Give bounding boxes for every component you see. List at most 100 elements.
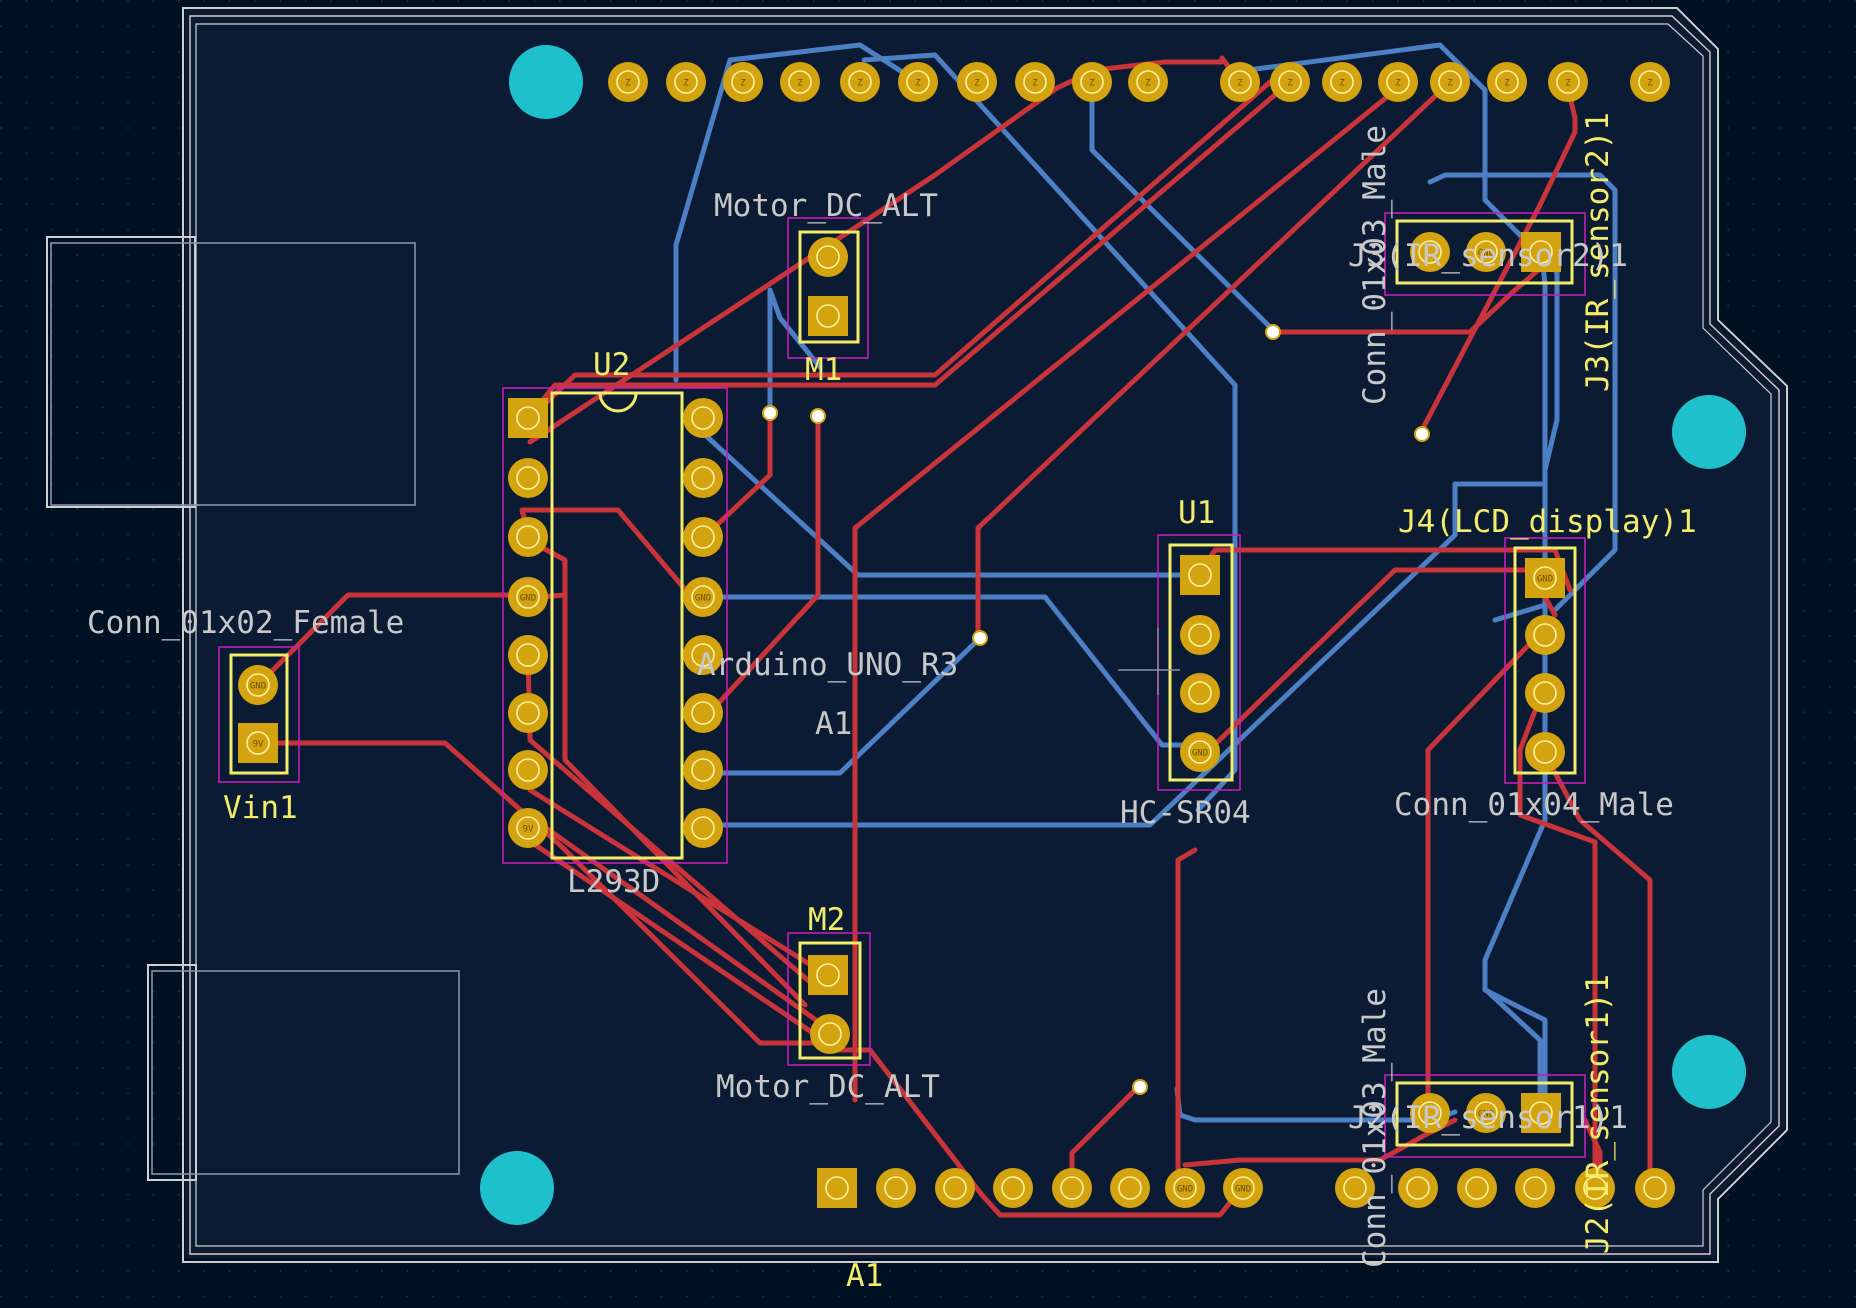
j3-pin-copper <box>1410 232 1450 272</box>
arduino-top-header-pin-drill <box>1330 70 1354 94</box>
arduino-top-header-pin-net-label: Z <box>1089 79 1095 89</box>
mounting-hole-top-left <box>509 45 583 119</box>
barrel-jack-outline <box>147 964 460 1181</box>
arduino-analog-header-pin-copper <box>1398 1168 1438 1208</box>
u2-pin: GND <box>508 577 548 617</box>
u1-pin <box>1180 555 1220 595</box>
u2-pin-copper <box>508 398 548 438</box>
arduino-top-header-pin: Z <box>1270 62 1310 102</box>
m2-pin-drill <box>818 1022 842 1046</box>
arduino-top-header-pin-drill <box>906 70 930 94</box>
arduino-power-header-pin-drill <box>1173 1176 1197 1200</box>
arduino-top-header-pin: Z <box>608 62 648 102</box>
arduino-power-header-pin-copper <box>1165 1168 1205 1208</box>
j4-pin-drill <box>1533 566 1557 590</box>
arduino-top-header-pin: Z <box>666 62 706 102</box>
j3-pin: GND <box>1466 232 1506 272</box>
mounting-hole-right-mid <box>1672 395 1746 469</box>
arduino-power-header-pin-drill <box>884 1176 908 1200</box>
arduino-top-header-pin: Z <box>1128 62 1168 102</box>
arduino-top-header-pin-net-label: Z <box>974 79 980 89</box>
arduino-analog-header-pin-copper <box>1335 1168 1375 1208</box>
m2-ref-label: M2 <box>808 902 845 938</box>
arduino-power-header-pin-net-label: GND <box>1235 1185 1251 1195</box>
u2-courtyard <box>502 387 728 864</box>
arduino-top-header-pin-copper <box>1487 62 1527 102</box>
u2-pin-drill <box>691 466 715 490</box>
arduino-power-header-pin <box>1110 1168 1150 1208</box>
arduino-top-header-pin-net-label: Z <box>625 79 631 89</box>
u2-pin <box>683 398 723 438</box>
arduino-top-header-pin-copper <box>666 62 706 102</box>
arduino-top-header-pin-net-label: Z <box>1339 79 1345 89</box>
j2-courtyard <box>1384 1074 1586 1158</box>
j3-pin-drill <box>1474 240 1498 264</box>
u2-pin <box>683 517 723 557</box>
j3-value-label: Conn_01x03_Male <box>1357 125 1393 405</box>
u1-pin-drill <box>1188 623 1212 647</box>
u2-pin-copper <box>683 693 723 733</box>
vin-pin-drill <box>246 731 270 755</box>
arduino-top-header-pin-net-label: Z <box>1395 79 1401 89</box>
via <box>762 405 778 421</box>
u2-pin-net-label: GND <box>520 594 536 604</box>
arduino-power-header-pin-drill <box>1001 1176 1025 1200</box>
j4-value-label: Conn_01x04_Male <box>1394 787 1674 823</box>
vin-ref-label: Vin1 <box>223 790 298 826</box>
arduino-top-header-pin-copper <box>1378 62 1418 102</box>
arduino-top-header-pin-drill <box>1638 70 1662 94</box>
arduino-top-header-pin-drill <box>848 70 872 94</box>
m1-pin-copper <box>808 296 848 336</box>
u1-fab-lines <box>1118 628 1180 695</box>
mounting-hole-bottom-left <box>480 1151 554 1225</box>
arduino-power-header-pin-copper <box>1110 1168 1150 1208</box>
j2-pin-drill <box>1474 1101 1498 1125</box>
j4-pin-drill <box>1533 623 1557 647</box>
j2-pin-copper <box>1466 1093 1506 1133</box>
vin-courtyard <box>218 646 300 783</box>
arduino-top-header-pin-drill <box>1495 70 1519 94</box>
u2-pin <box>508 750 548 790</box>
arduino-power-header-pin-copper <box>993 1168 1033 1208</box>
arduino-top-header-pin-net-label: Z <box>1565 79 1571 89</box>
arduino-top-header-pin-net-label: Z <box>683 79 689 89</box>
arduino-top-header-pin-drill <box>674 70 698 94</box>
arduino-analog-header-pin <box>1635 1168 1675 1208</box>
arduino-top-header-pin: Z <box>957 62 997 102</box>
u2-pin-drill <box>691 816 715 840</box>
arduino-power-header-pin: GND <box>1223 1168 1263 1208</box>
u1-pin-drill <box>1188 563 1212 587</box>
arduino-top-header-pin-drill <box>1136 70 1160 94</box>
arduino-top-header-pin-net-label: Z <box>915 79 921 89</box>
via <box>1414 426 1430 442</box>
u2-pin <box>508 458 548 498</box>
u2-pin-drill <box>691 701 715 725</box>
m1-ref-label: M1 <box>805 352 842 388</box>
j4-pin: GND <box>1525 558 1565 598</box>
vin-value-label: Conn_01x02_Female <box>87 605 404 641</box>
vin-pin: GND <box>238 665 278 705</box>
u2-pin-drill <box>691 406 715 430</box>
arduino-analog-header-pin <box>1398 1168 1438 1208</box>
arduino-power-header-pin-copper <box>935 1168 975 1208</box>
vin-pin-copper <box>238 723 278 763</box>
arduino-top-header-pin-copper <box>1322 62 1362 102</box>
j3-pin-copper <box>1521 232 1561 272</box>
u1-pin-copper <box>1180 673 1220 713</box>
mounting-hole-right-bottom <box>1672 1035 1746 1109</box>
m2-pin-copper <box>810 1014 850 1054</box>
arduino-power-header-pin-copper <box>817 1168 857 1208</box>
j4-pin-drill <box>1533 740 1557 764</box>
u2-pin-net-label: GND <box>695 594 711 604</box>
via <box>810 408 826 424</box>
arduino-analog-header-pin-drill <box>1523 1176 1547 1200</box>
m2-pin <box>808 955 848 995</box>
j3-overlap-label: J3(IR_sensor2)1 <box>1348 238 1628 274</box>
arduino-top-header-pin-drill <box>1228 70 1252 94</box>
u1-ref-label: U1 <box>1178 495 1215 531</box>
j4-pin-copper <box>1525 732 1565 772</box>
j4-pin <box>1525 732 1565 772</box>
arduino-top-header-pin-drill <box>1386 70 1410 94</box>
arduino-power-header-pin-drill <box>1231 1176 1255 1200</box>
u2-pin-drill <box>691 525 715 549</box>
